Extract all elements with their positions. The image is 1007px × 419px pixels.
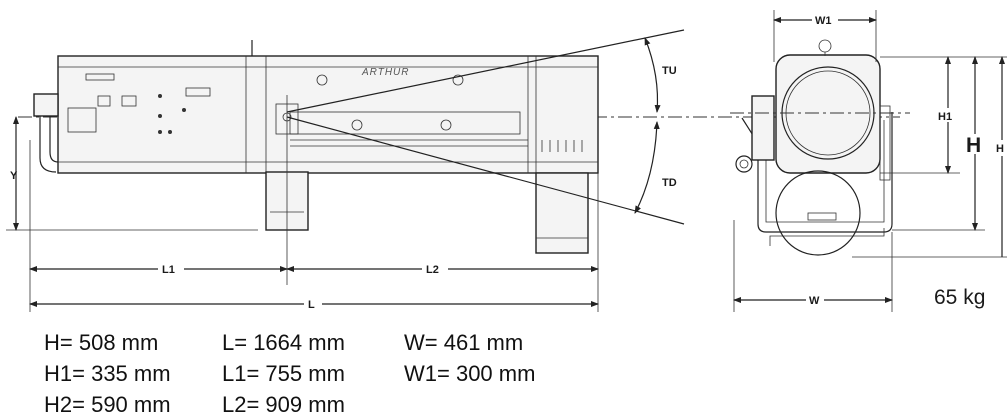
side-view: ARTHUR TU TD Y [6, 29, 900, 312]
tilt-down-arc [634, 121, 660, 214]
brand-logo: ARTHUR [361, 67, 409, 78]
spec-l: L= 1664 mm [222, 330, 345, 355]
l2-label: L2 [426, 264, 439, 276]
cooling-fins [541, 140, 583, 152]
h-label: H [966, 134, 981, 157]
vent-slot [85, 73, 115, 81]
connector-panel [67, 107, 97, 133]
tilt-up-line [286, 29, 685, 113]
yoke-frame [757, 112, 893, 233]
h2-label: H [996, 143, 1004, 155]
power-cable [39, 116, 57, 173]
tilt-down-label: TD [662, 177, 677, 189]
y-label: Y [10, 170, 18, 182]
adjust-knob [452, 74, 464, 86]
tilt-up-arc [644, 37, 661, 113]
side-knob [735, 155, 753, 173]
lifting-eye [818, 39, 832, 53]
dimension-specs: H= 508 mm L= 1664 mm W= 461 mm H1= 335 m… [44, 330, 535, 417]
zoom-knob [440, 119, 452, 131]
zoom-knob [351, 119, 363, 131]
vent-grille [185, 87, 211, 97]
luminaire-body [57, 55, 599, 174]
adjust-knob [316, 74, 328, 86]
side-mount-right [879, 105, 891, 181]
spec-h1: H1= 335 mm [44, 361, 171, 386]
weight-label: 65 kg [934, 286, 985, 309]
tilt-down-line [286, 116, 685, 225]
spec-w: W= 461 mm [404, 330, 523, 355]
w1-label: W1 [815, 15, 832, 27]
h1-label: H1 [938, 111, 952, 123]
side-mount [751, 95, 775, 161]
lower-unit-slot [807, 212, 837, 221]
lens-tube [289, 111, 521, 135]
lower-unit-ring [775, 170, 861, 256]
l-label: L [308, 299, 315, 311]
spec-h: H= 508 mm [44, 330, 158, 355]
control-switch [121, 95, 137, 107]
control-switch [97, 95, 111, 107]
front-view: W1 W H1 H H 65 kg [730, 10, 1007, 312]
spec-l1: L1= 755 mm [222, 361, 345, 386]
w-label: W [809, 295, 820, 307]
spec-h2: H2= 590 mm [44, 392, 171, 417]
spec-w1: W1= 300 mm [404, 361, 535, 386]
l1-label: L1 [162, 264, 175, 276]
lower-housing [535, 172, 589, 254]
rear-connector [33, 93, 59, 117]
tilt-up-label: TU [662, 65, 677, 77]
spec-l2: L2= 909 mm [222, 392, 345, 417]
